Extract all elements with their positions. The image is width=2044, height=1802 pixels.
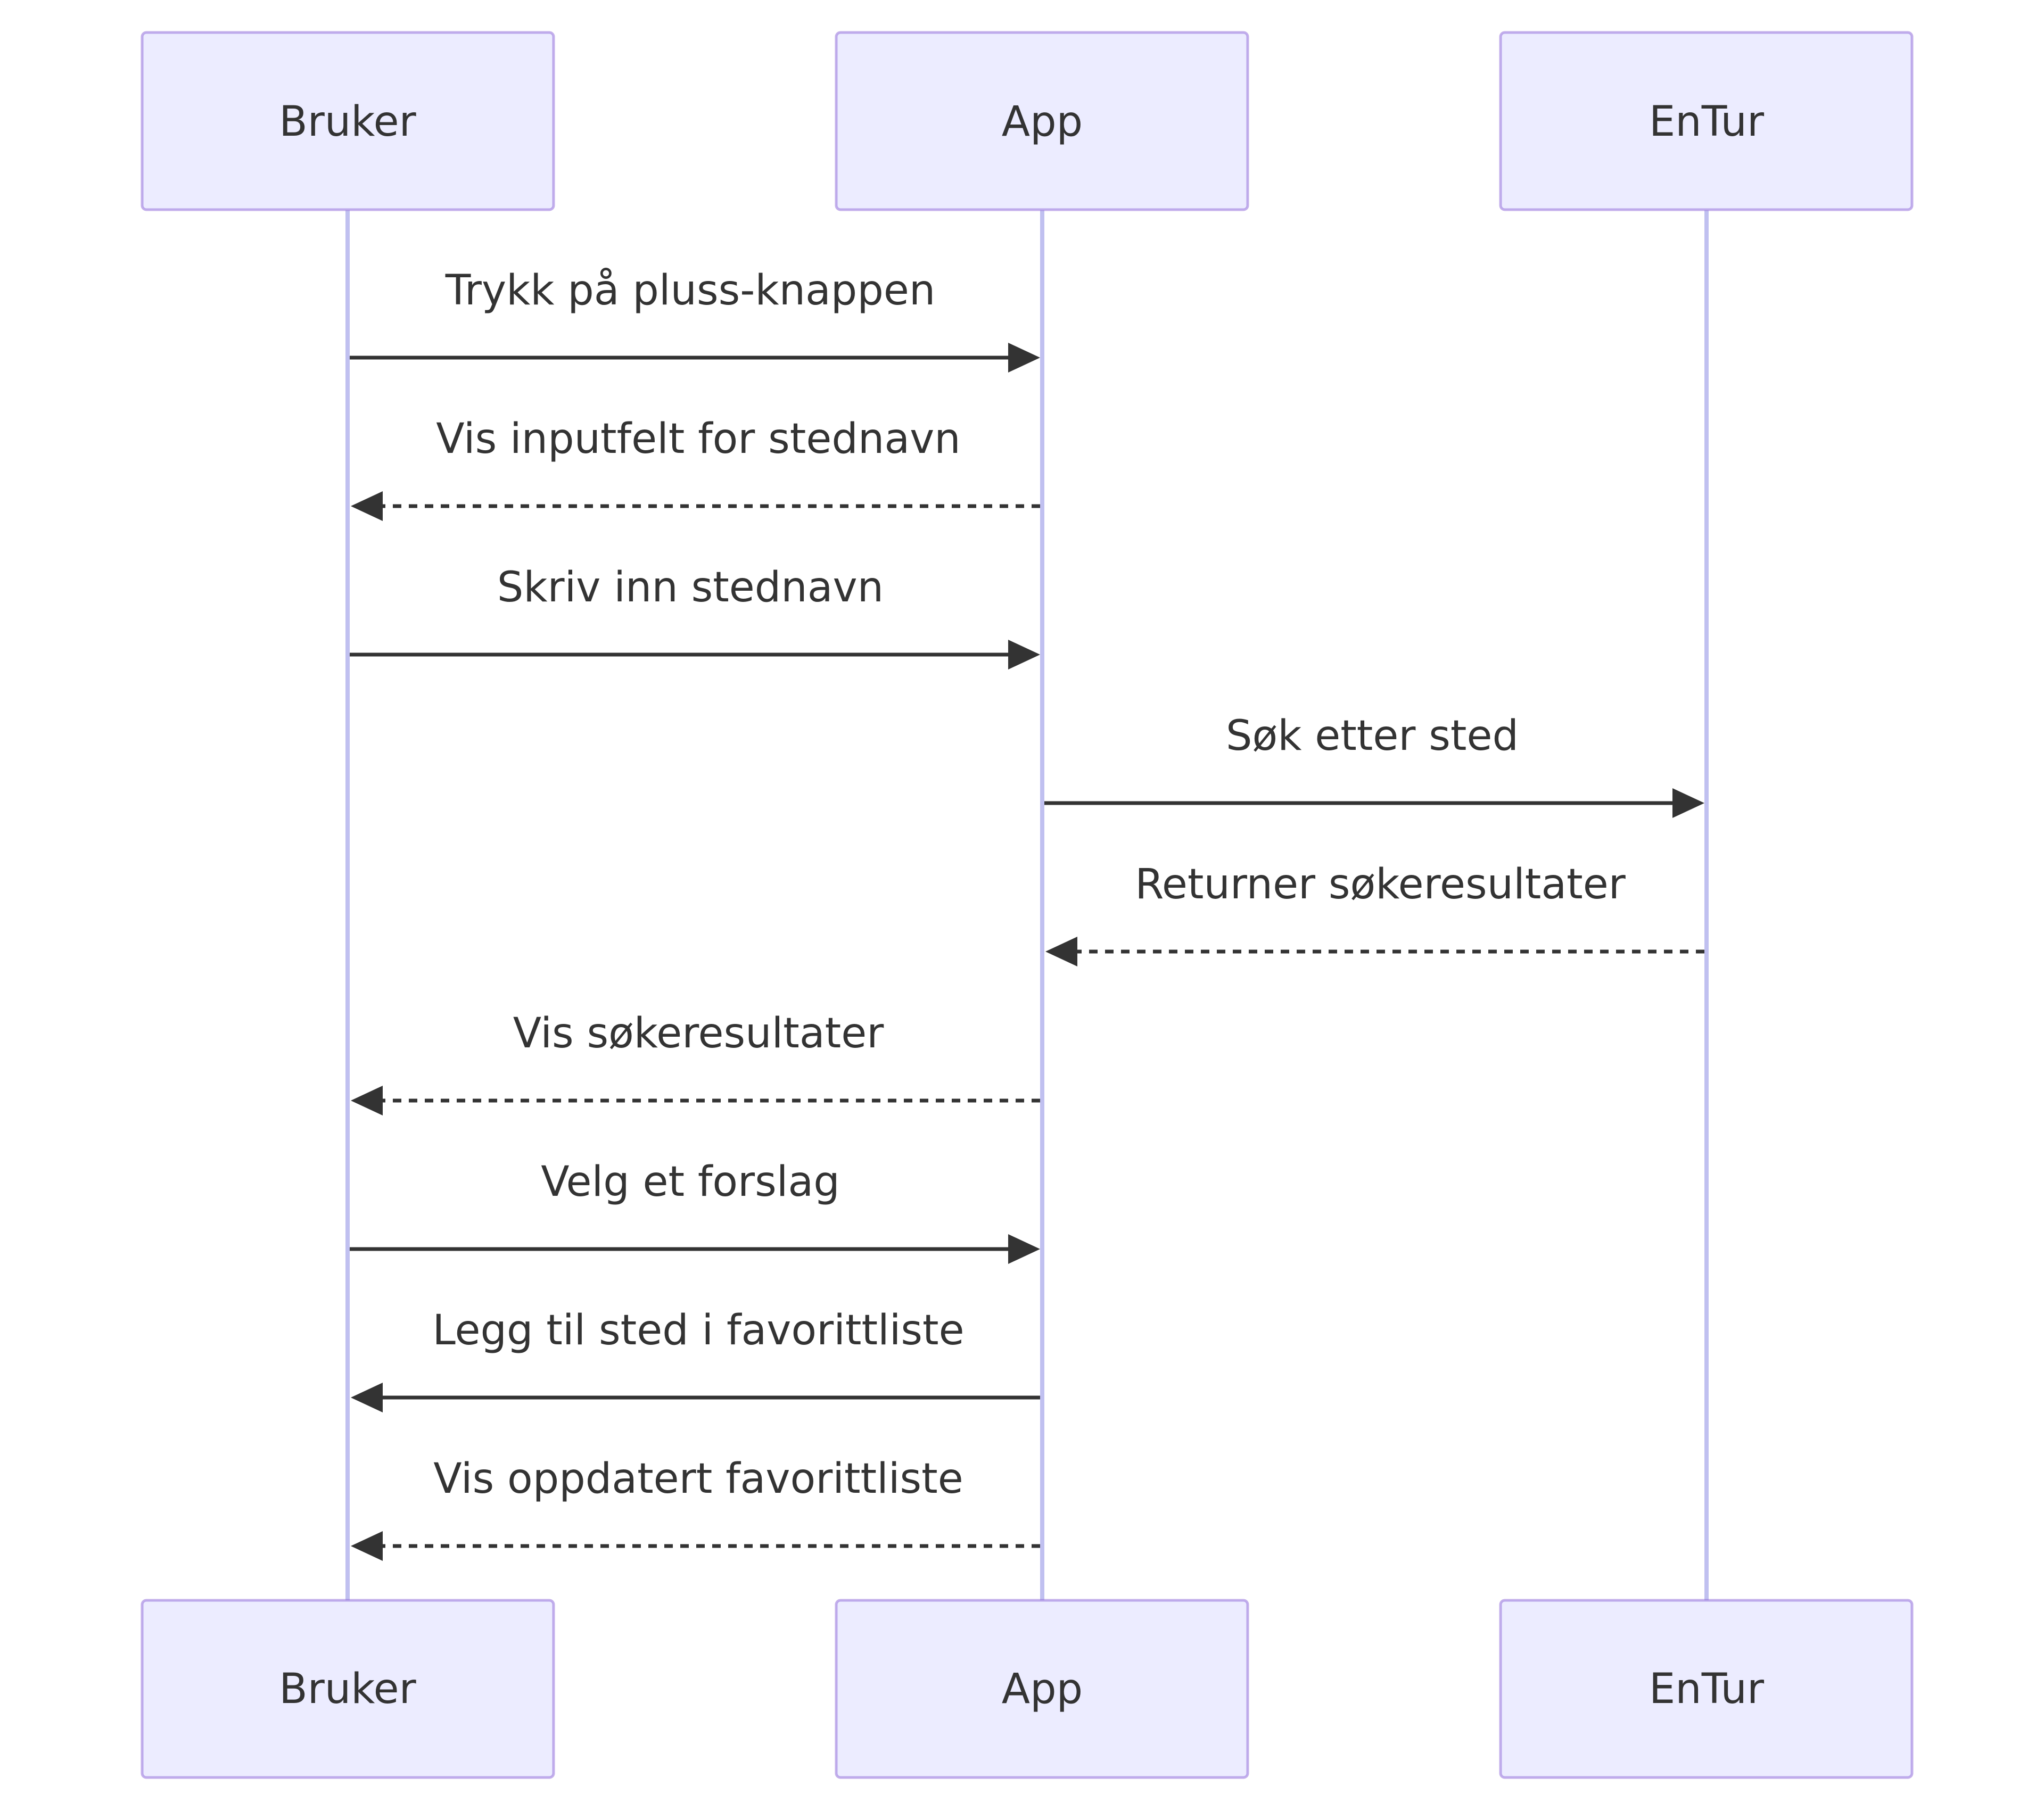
arrowhead xyxy=(1008,343,1040,373)
arrowhead xyxy=(351,1531,383,1561)
message-label: Vis søkeresultater xyxy=(513,1010,885,1057)
arrowhead xyxy=(1008,1234,1040,1264)
actor-top-bruker: Bruker xyxy=(141,31,555,211)
actor-box xyxy=(141,1599,555,1779)
message-label: Legg til sted i favorittliste xyxy=(432,1307,964,1354)
message-label: Vis oppdatert favorittliste xyxy=(433,1455,963,1503)
arrowhead xyxy=(351,491,383,521)
message-5: Returner søkeresultater xyxy=(1045,861,1704,966)
message-label: Vis inputfelt for stednavn xyxy=(436,415,960,463)
actor-top-entur: EnTur xyxy=(1499,31,1914,211)
actor-label: Bruker xyxy=(279,98,416,146)
arrowhead xyxy=(351,1383,383,1412)
actor-box xyxy=(1499,1599,1914,1779)
actor-label: App xyxy=(1002,1665,1083,1713)
message-2: Vis inputfelt for stednavn xyxy=(351,415,1040,521)
arrowhead xyxy=(351,1086,383,1115)
message-9: Vis oppdatert favorittliste xyxy=(351,1455,1040,1561)
actor-label: App xyxy=(1002,98,1083,146)
arrowhead xyxy=(1008,640,1040,669)
actor-bottom-bruker: Bruker xyxy=(141,1599,555,1779)
message-label: Søk etter sted xyxy=(1226,712,1519,760)
message-label: Velg et forslag xyxy=(541,1158,840,1206)
message-4: Søk etter sted xyxy=(1044,712,1704,818)
actor-box xyxy=(1499,31,1914,211)
message-3: Skriv inn stednavn xyxy=(350,564,1040,669)
message-label: Trykk på pluss-knappen xyxy=(445,267,936,315)
message-label: Returner søkeresultater xyxy=(1135,861,1626,908)
message-label: Skriv inn stednavn xyxy=(497,564,884,611)
message-8: Legg til sted i favorittliste xyxy=(351,1307,1040,1412)
arrowhead xyxy=(1672,788,1704,818)
actor-bottom-app: App xyxy=(835,1599,1249,1779)
actor-label: EnTur xyxy=(1649,98,1765,146)
actor-bottom-entur: EnTur xyxy=(1499,1599,1914,1779)
actor-box xyxy=(835,31,1249,211)
actor-label: Bruker xyxy=(279,1665,416,1713)
message-6: Vis søkeresultater xyxy=(351,1010,1040,1115)
actor-box xyxy=(835,1599,1249,1779)
actor-label: EnTur xyxy=(1649,1665,1765,1713)
message-1: Trykk på pluss-knappen xyxy=(350,267,1040,373)
arrowhead xyxy=(1045,937,1077,966)
message-7: Velg et forslag xyxy=(350,1158,1040,1264)
actor-box xyxy=(141,31,555,211)
actor-top-app: App xyxy=(835,31,1249,211)
